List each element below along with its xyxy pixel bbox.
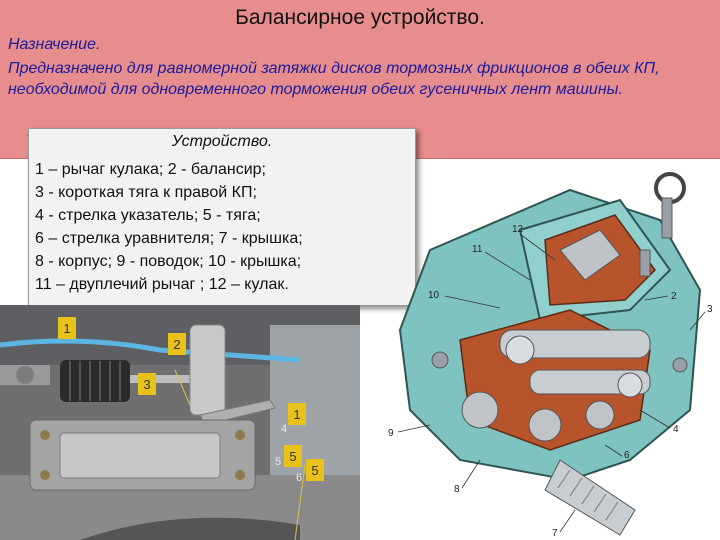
- marker-1b-label: 1: [293, 407, 300, 422]
- marker-2-label: 2: [173, 337, 180, 352]
- callout-10: 10: [428, 290, 440, 301]
- callout-12: 12: [512, 224, 524, 235]
- device-legend-box: Устройство. 1 – рычаг кулака; 2 - баланс…: [28, 128, 416, 306]
- callout-9: 9: [388, 428, 394, 439]
- photo-label-5: 5: [275, 456, 281, 468]
- marker-5b-label: 5: [311, 463, 318, 478]
- marker-5b: [306, 459, 324, 481]
- legend-line-2: 3 - короткая тяга к правой КП;: [35, 184, 257, 201]
- marker-1a-label: 1: [63, 321, 70, 336]
- device-title: Устройство.: [171, 133, 273, 150]
- marker-1b: [288, 403, 306, 425]
- cutaway-drawing: 12 11 10 2 3 9 4 6 8 7: [388, 172, 713, 539]
- callout-7: 7: [552, 528, 558, 539]
- marker-3: [138, 373, 156, 395]
- assembly-photo: 1 2 3 1 5 5 4 5 6: [0, 305, 360, 540]
- legend-line-6: 11 – двуплечий рычаг ; 12 – кулак.: [35, 276, 289, 293]
- purpose-text: Предназначено для равномерной затяжки ди…: [8, 60, 660, 98]
- photo-label-4: 4: [281, 423, 287, 435]
- callout-11: 11: [472, 244, 483, 255]
- legend-line-5: 8 - корпус; 9 - поводок; 10 - крышка;: [35, 253, 302, 270]
- callout-8: 8: [454, 484, 460, 495]
- marker-2: [168, 333, 186, 355]
- legend-line-3: 4 - стрелка указатель; 5 - тяга;: [35, 207, 261, 224]
- slide-title: Балансирное устройство.: [235, 6, 485, 29]
- callout-6: 6: [624, 450, 630, 461]
- marker-5a-label: 5: [289, 449, 296, 464]
- purpose-label: Назначение.: [8, 36, 101, 53]
- marker-5a: [284, 445, 302, 467]
- callout-3: 3: [707, 304, 713, 315]
- callout-4: 4: [673, 424, 679, 435]
- legend-line-4: 6 – стрелка уравнителя; 7 - крышка;: [35, 230, 303, 247]
- photo-label-6: 6: [296, 472, 302, 484]
- callout-2: 2: [671, 291, 677, 302]
- legend-line-1: 1 – рычаг кулака; 2 - балансир;: [35, 161, 266, 178]
- marker-3-label: 3: [143, 377, 150, 392]
- marker-1a: [58, 317, 76, 339]
